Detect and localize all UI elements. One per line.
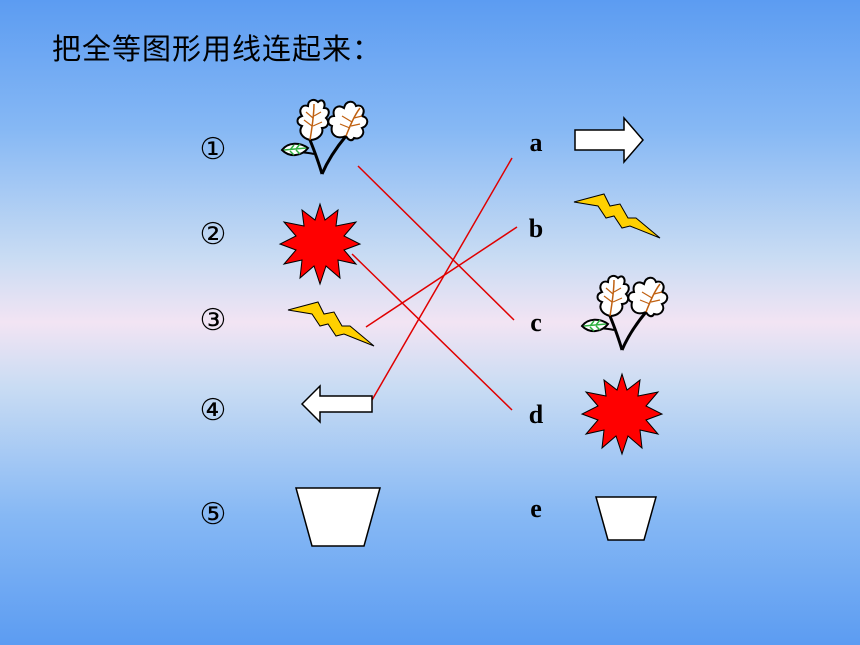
label-2: ②	[199, 217, 227, 252]
leaf-icon-left	[280, 98, 369, 176]
label-3: ③	[199, 303, 227, 338]
label-1: ①	[199, 132, 227, 167]
red-burst-icon-right	[581, 373, 663, 455]
label-c: c	[530, 308, 542, 337]
leaf-icon-right	[580, 274, 669, 352]
right-arrow-icon	[574, 115, 644, 165]
red-burst-icon-left	[279, 203, 361, 285]
left-arrow-icon	[300, 384, 373, 424]
label-5: ⑤	[199, 497, 227, 532]
connection-line-3-b	[365, 226, 518, 328]
label-a: a	[529, 128, 543, 157]
lightning-icon-left	[287, 301, 375, 347]
connection-line-2-d	[351, 253, 513, 411]
label-b: b	[528, 214, 544, 243]
connection-line-4-a	[371, 157, 513, 401]
label-4: ④	[199, 393, 227, 428]
connection-line-1-c	[357, 165, 515, 321]
label-d: d	[528, 400, 544, 429]
trapezoid-icon-left	[295, 487, 381, 547]
label-e: e	[530, 494, 542, 523]
trapezoid-icon-right	[595, 496, 657, 541]
page-title: 把全等图形用线连起来：	[52, 32, 383, 66]
lightning-icon-right	[573, 193, 661, 239]
